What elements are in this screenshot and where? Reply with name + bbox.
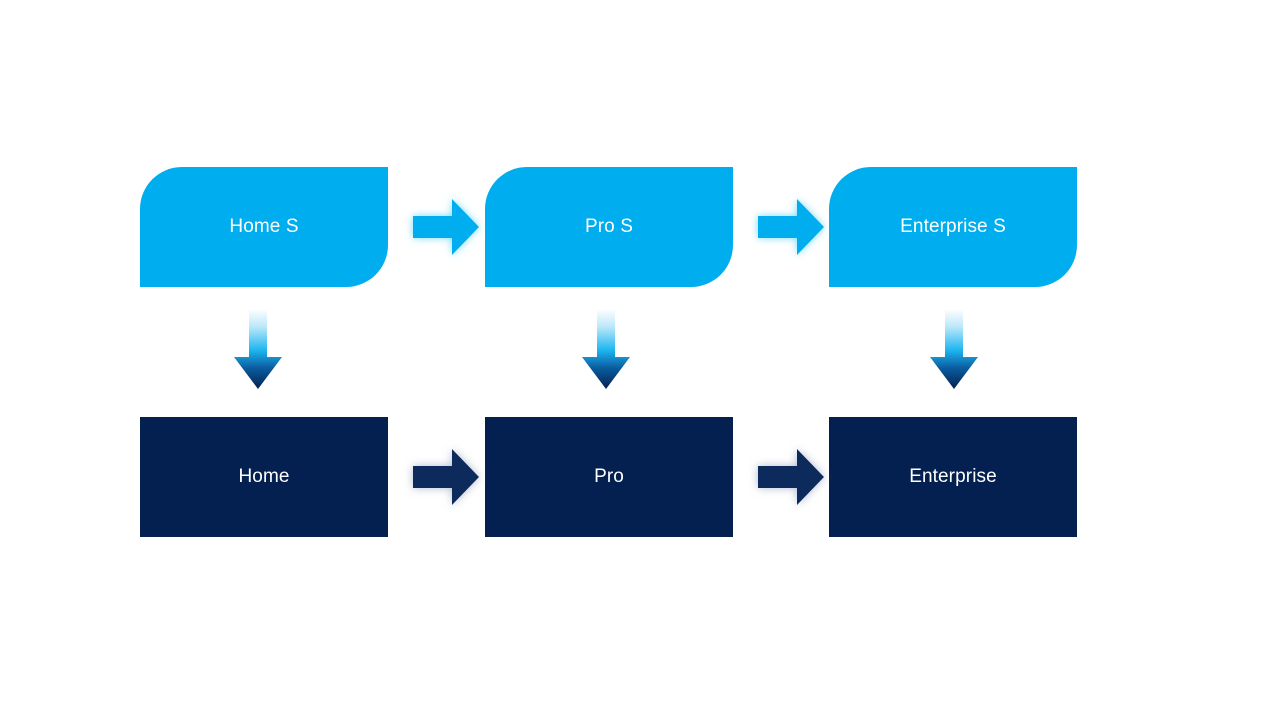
down-arrow-icon <box>930 309 978 389</box>
node-enterprise-s[interactable]: Enterprise S <box>829 167 1077 287</box>
node-pro-label: Pro <box>594 465 624 487</box>
node-home-s-label: Home S <box>229 215 299 237</box>
right-arrow-icon <box>413 449 479 505</box>
connector-home-to-pro <box>405 441 485 513</box>
node-enterprise[interactable]: Enterprise <box>829 417 1077 537</box>
node-home-label: Home <box>238 465 290 487</box>
connector-pro-to-enterprise <box>750 441 830 513</box>
node-home-s[interactable]: Home S <box>140 167 388 287</box>
down-arrow-icon <box>582 309 630 389</box>
node-enterprise-s-label: Enterprise S <box>900 215 1006 237</box>
right-arrow-icon <box>413 199 479 255</box>
down-arrow-icon <box>234 309 282 389</box>
connector-enterprise-s-to-enterprise <box>926 305 982 395</box>
node-enterprise-label: Enterprise <box>909 465 997 487</box>
connector-pro-s-to-enterprise-s <box>750 191 830 263</box>
node-pro-s[interactable]: Pro S <box>485 167 733 287</box>
right-arrow-icon <box>758 199 824 255</box>
connector-pro-s-to-pro <box>578 305 634 395</box>
connector-home-s-to-pro-s <box>405 191 485 263</box>
connector-home-s-to-home <box>230 305 286 395</box>
node-pro[interactable]: Pro <box>485 417 733 537</box>
right-arrow-icon <box>758 449 824 505</box>
node-pro-s-label: Pro S <box>584 215 634 237</box>
node-home[interactable]: Home <box>140 417 388 537</box>
